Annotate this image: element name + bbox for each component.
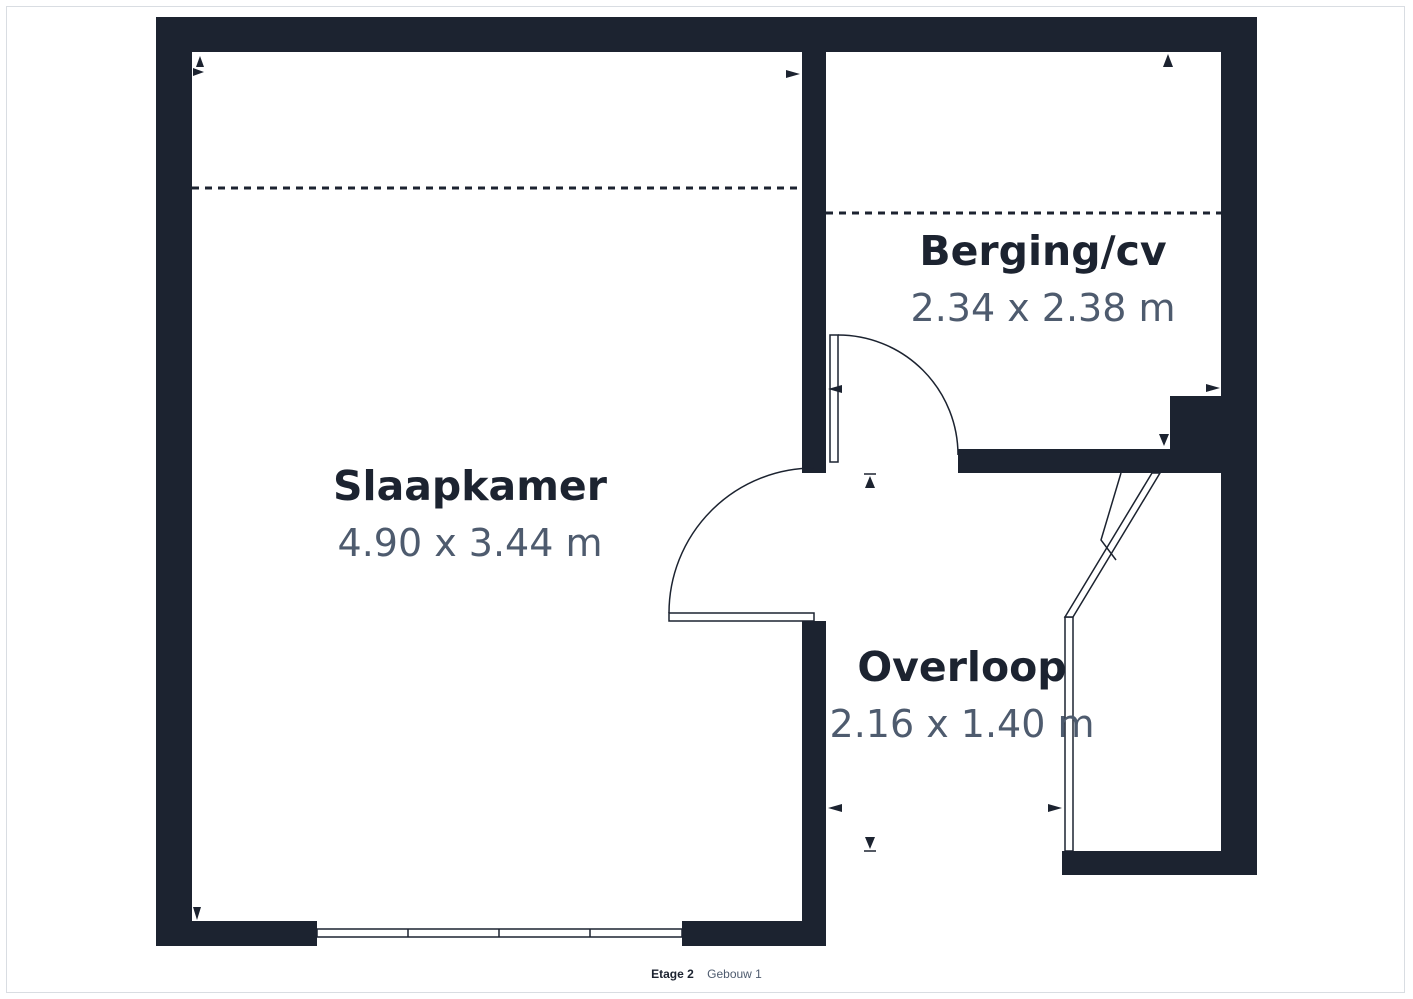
arrow-marker — [1159, 434, 1169, 446]
door-berging-swing — [837, 334, 959, 456]
room-name-slaapkamer: Slaapkamer — [333, 462, 608, 510]
door-slaapkamer-leaf — [668, 612, 815, 622]
slope-lines — [192, 186, 1221, 215]
wall-cv-block — [1170, 396, 1257, 473]
wall-overloop-bottom — [1062, 851, 1257, 875]
arrow-marker — [196, 56, 204, 67]
door-closet-leaf — [1063, 472, 1162, 618]
wall-divider-upper — [802, 52, 826, 473]
room-dimensions-slaapkamer: 4.90 x 3.44 m — [338, 521, 603, 565]
arrow-marker — [828, 385, 842, 393]
door-berging-leaf — [829, 334, 839, 463]
room-dimensions-berging: 2.34 x 2.38 m — [911, 286, 1176, 330]
arrow-marker — [865, 837, 875, 849]
arrow-marker — [828, 804, 842, 812]
arrow-marker — [1163, 54, 1173, 67]
plan-frame — [6, 6, 1405, 993]
dimension-markers — [193, 54, 1220, 920]
arrow-marker — [1206, 384, 1220, 392]
room-dimensions-overloop: 2.16 x 1.40 m — [830, 702, 1095, 746]
arrow-marker — [193, 68, 204, 76]
wall-top — [156, 17, 1257, 52]
wall-bottom-left — [156, 921, 317, 946]
plan-footer: Etage 2 Gebouw 1 — [0, 967, 1413, 981]
wall-left — [156, 17, 192, 946]
floor-label: Etage 2 — [651, 967, 694, 981]
room-name-berging: Berging/cv — [919, 227, 1166, 275]
room-name-overloop: Overloop — [857, 643, 1066, 691]
arrow-marker — [1048, 804, 1062, 812]
window-bottom — [316, 928, 683, 938]
door-closet-swing — [1100, 472, 1122, 561]
doors — [668, 334, 1162, 852]
walls — [156, 17, 1257, 946]
arrow-marker — [786, 70, 800, 78]
arrow-marker — [193, 907, 201, 920]
door-slaapkamer-swing — [668, 467, 815, 614]
building-label: Gebouw 1 — [707, 967, 762, 981]
wall-divider-lower — [802, 621, 826, 946]
arrow-marker — [865, 476, 875, 488]
